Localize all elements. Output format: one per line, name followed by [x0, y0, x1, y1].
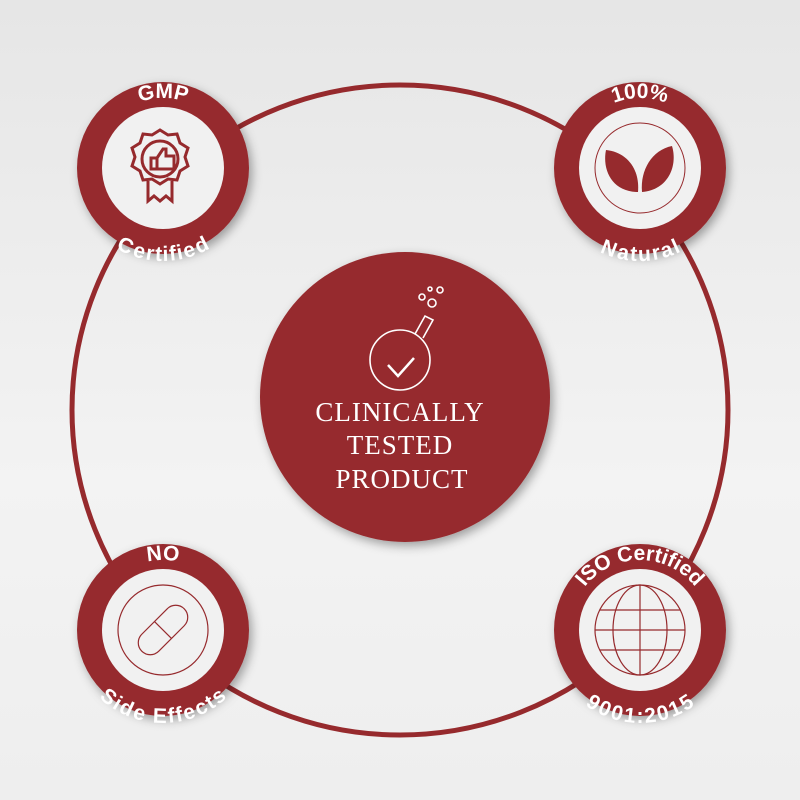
center-line-2: TESTED	[347, 430, 454, 460]
award-thumbs-up-icon	[130, 128, 190, 205]
badge-no-side-effects: NO Side Effects	[77, 542, 249, 728]
globe-icon	[594, 584, 686, 676]
badge-iso-certified: ISO Certified 9001:2015	[554, 542, 726, 728]
center-line-3: PRODUCT	[335, 464, 468, 494]
badge-100-natural: 100% Natural	[554, 80, 726, 266]
center-badge: CLINICALLY TESTED PRODUCT	[260, 252, 550, 542]
svg-text:GMP: GMP	[135, 80, 190, 107]
capsule-icon	[117, 584, 209, 676]
leaves-icon	[594, 122, 686, 214]
center-line-1: CLINICALLY	[315, 397, 484, 427]
flask-check-icon	[369, 286, 444, 391]
badge-top-text: GMP	[135, 80, 190, 107]
connecting-ring	[69, 82, 731, 738]
badge-gmp-certified: GMP Certified	[77, 80, 249, 266]
